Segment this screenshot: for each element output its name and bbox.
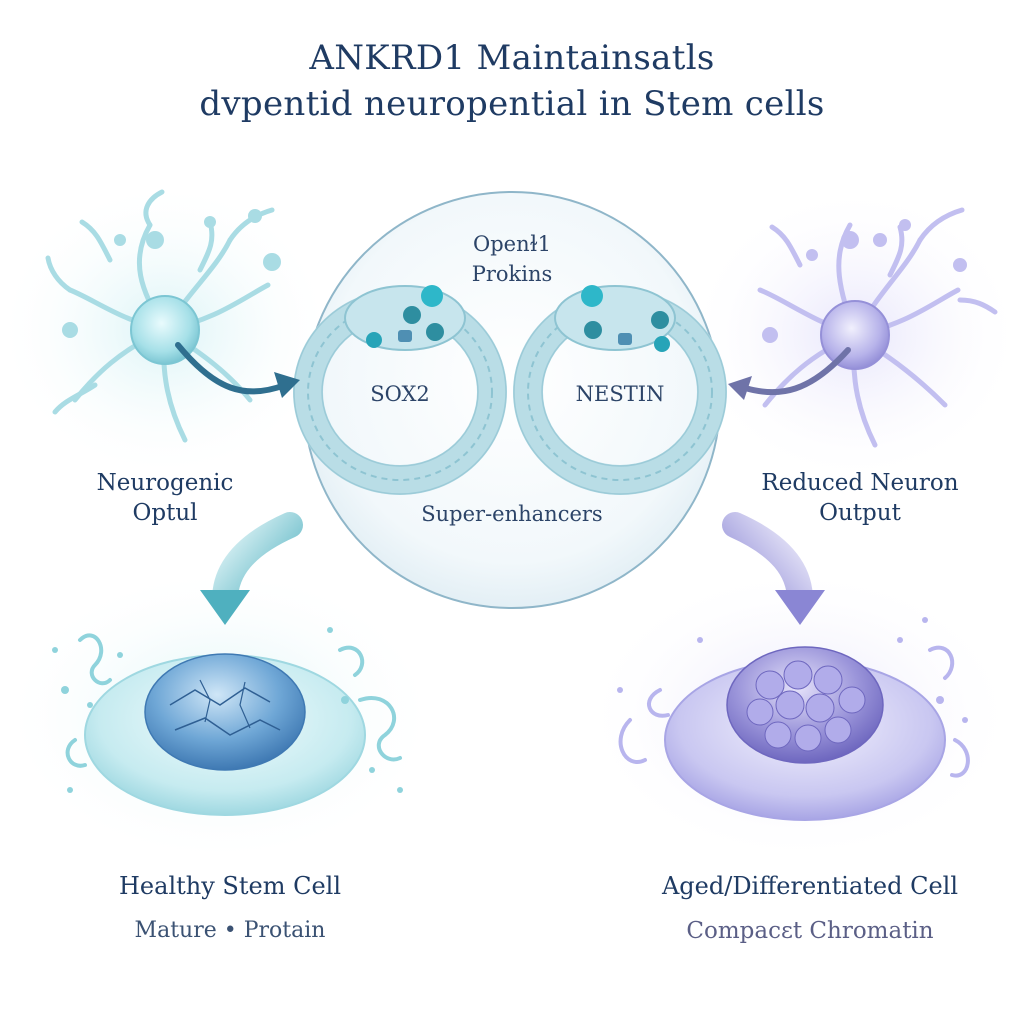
left-cell-squiggles bbox=[65, 633, 402, 768]
healthy-stem-cell-subtitle: Mature • Protain bbox=[134, 918, 326, 943]
aged-cell-title: Aged/Differentiated Cell bbox=[661, 872, 959, 900]
right-cell-squiggles bbox=[618, 645, 970, 778]
left-connector-arrowhead bbox=[274, 372, 300, 398]
left-neuron-label-line-1: Neurogenic bbox=[96, 470, 234, 496]
title-line-1: ANKRD1 Maintainsatls bbox=[309, 38, 715, 78]
sox2-label: SOX2 bbox=[370, 382, 430, 406]
aged-cell-subtitle: Compacɛt Chromatin bbox=[686, 918, 934, 944]
healthy-stem-cell-title: Healthy Stem Cell bbox=[119, 872, 341, 900]
right-connector-arrow bbox=[742, 347, 851, 396]
left-down-arrowhead bbox=[200, 590, 250, 625]
nestin-label: NESTIN bbox=[575, 382, 665, 406]
center-top-label-line-1: Openɫ1 bbox=[473, 232, 551, 256]
right-connector-arrowhead bbox=[728, 376, 752, 400]
right-down-arrowhead bbox=[775, 590, 825, 625]
right-cell-particles bbox=[617, 617, 968, 723]
left-neuron-terminals bbox=[62, 209, 281, 338]
aged-differentiated-cell bbox=[664, 646, 946, 821]
right-neuron-soma bbox=[820, 300, 890, 370]
super-enhancers-label: Super-enhancers bbox=[421, 502, 603, 526]
right-protein-complex bbox=[554, 285, 676, 352]
right-neuron-label-line-2: Output bbox=[819, 500, 901, 526]
center-top-label-line-2: Prokins bbox=[471, 262, 553, 286]
healthy-stem-cell bbox=[84, 653, 366, 816]
title-line-2: dvpentid neuropential in Stem cells bbox=[199, 84, 825, 124]
left-protein-complex bbox=[344, 285, 466, 351]
right-neuron-label-line-1: Reduced Neuron bbox=[761, 470, 959, 496]
left-neuron-label-line-2: Optul bbox=[132, 500, 198, 526]
right-neuron-terminals bbox=[762, 219, 967, 343]
left-connector-arrow bbox=[175, 342, 288, 395]
left-cell-particles bbox=[52, 627, 403, 793]
